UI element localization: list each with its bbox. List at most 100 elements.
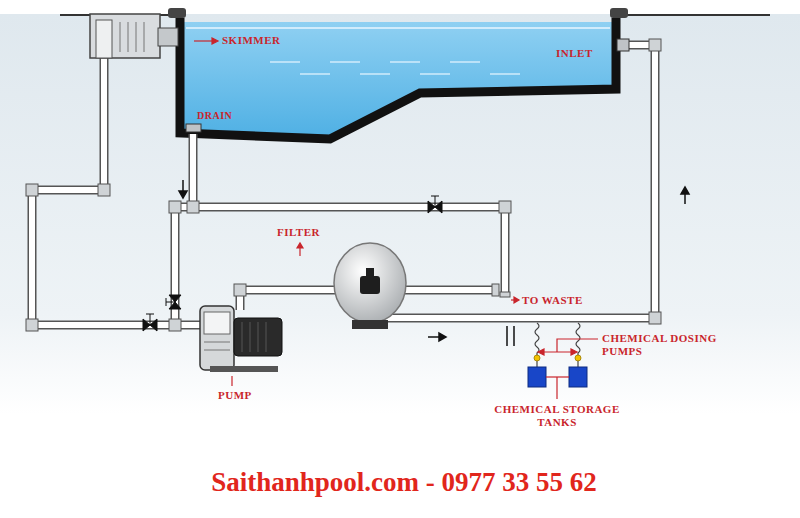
drawing-part — [169, 319, 181, 331]
drawing-part — [186, 27, 610, 29]
pipe-break — [507, 326, 514, 346]
drawing-part — [258, 322, 259, 352]
drawing-part — [0, 14, 800, 414]
watermark: Saithanhpool.com - 0977 33 55 62 — [4, 466, 800, 498]
drawing-part — [557, 339, 598, 352]
drawing-part — [420, 73, 450, 75]
drawing-part — [360, 73, 390, 75]
drawing-part — [234, 318, 282, 356]
drawing-part — [514, 297, 519, 303]
part-label: SKIMMER — [222, 34, 281, 47]
drawing-part — [431, 196, 439, 197]
dosing-pumps — [534, 355, 581, 361]
drawing-part — [182, 180, 184, 192]
drawing-part — [168, 8, 186, 18]
drawing-part — [649, 312, 661, 324]
part-label: CHEMICAL DOSING PUMPS — [602, 332, 732, 358]
drawing-part — [136, 22, 137, 52]
part-label: DRAIN — [197, 110, 232, 122]
drawing-part — [90, 14, 160, 58]
drawing-part — [620, 14, 770, 16]
drawing-part — [450, 61, 480, 63]
ground — [0, 14, 800, 414]
part-label: INLET — [556, 47, 593, 60]
drawing-part — [380, 45, 655, 318]
drawing-part — [96, 20, 112, 58]
drawing-part — [575, 355, 581, 361]
drawing-part — [334, 243, 406, 323]
drawing-part — [439, 333, 446, 341]
drawing-part — [500, 292, 510, 297]
drawing-part — [390, 61, 420, 63]
drawing-part — [98, 184, 110, 196]
drawing-part — [610, 8, 628, 18]
drawing-part — [204, 312, 230, 334]
skimmer — [90, 14, 178, 58]
part-label: FILTER — [277, 226, 320, 239]
drawing-part — [128, 22, 129, 52]
drawing-part — [212, 38, 218, 44]
drawing-part — [528, 367, 546, 387]
drawing-part — [180, 22, 615, 138]
drawing-part — [231, 376, 232, 386]
drawing-part — [186, 124, 201, 132]
drawing-part — [204, 342, 230, 343]
drawing-part — [428, 336, 440, 338]
drawing-part — [499, 201, 511, 213]
drawing-part — [541, 351, 574, 352]
drawing-part — [435, 196, 436, 207]
drawing-part — [242, 322, 243, 352]
pump — [200, 306, 282, 372]
drawing-part — [180, 18, 616, 139]
pipe-fittings — [26, 39, 661, 331]
part-label: PUMP — [218, 389, 252, 402]
drawing-part — [150, 314, 151, 325]
part-label: CHEMICAL STORAGE TANKS — [487, 403, 627, 429]
drawing-part — [169, 201, 181, 213]
drawing-part — [617, 39, 629, 51]
drawing-part — [266, 322, 267, 352]
valves — [143, 196, 442, 331]
drawing-part — [270, 62, 520, 74]
drawing-part — [270, 61, 300, 63]
drawing-part — [204, 350, 230, 351]
drawing-part — [166, 298, 167, 306]
drawing-part — [166, 302, 175, 303]
drawing-part — [144, 22, 145, 52]
drawing-part — [26, 319, 38, 331]
inlet-fitting — [617, 39, 629, 51]
drawing-part — [490, 73, 520, 75]
part-label: TO WASTE — [522, 294, 583, 307]
drawing-part — [187, 201, 199, 213]
drawing-part — [492, 284, 499, 296]
flow-arrows — [179, 180, 689, 341]
drain-fitting — [186, 124, 201, 132]
leader-lines — [194, 38, 598, 399]
drawing-part — [513, 326, 515, 346]
drawing-part — [146, 314, 154, 315]
drawing-part — [534, 355, 540, 361]
drawing-part — [200, 306, 234, 370]
drawing-part — [189, 134, 198, 207]
sand-filter — [334, 243, 406, 329]
drawing-part — [330, 61, 360, 63]
drawing-part — [569, 367, 587, 387]
pipework — [32, 45, 655, 325]
drawing-part — [352, 320, 388, 329]
drawing-part — [360, 276, 380, 294]
drawing-part — [234, 284, 246, 296]
drawing-part — [538, 349, 544, 355]
drawing-part — [190, 134, 196, 207]
drawing-part — [297, 243, 303, 248]
drawing-part — [681, 187, 689, 194]
drawing-part — [556, 377, 557, 399]
drawing-part — [366, 268, 374, 278]
drawing-part — [571, 349, 577, 355]
drawing-part — [210, 366, 278, 372]
drawing-part — [649, 39, 661, 51]
pool-basin — [168, 8, 628, 139]
drawing-part — [158, 28, 178, 46]
drawing-part — [506, 326, 508, 346]
